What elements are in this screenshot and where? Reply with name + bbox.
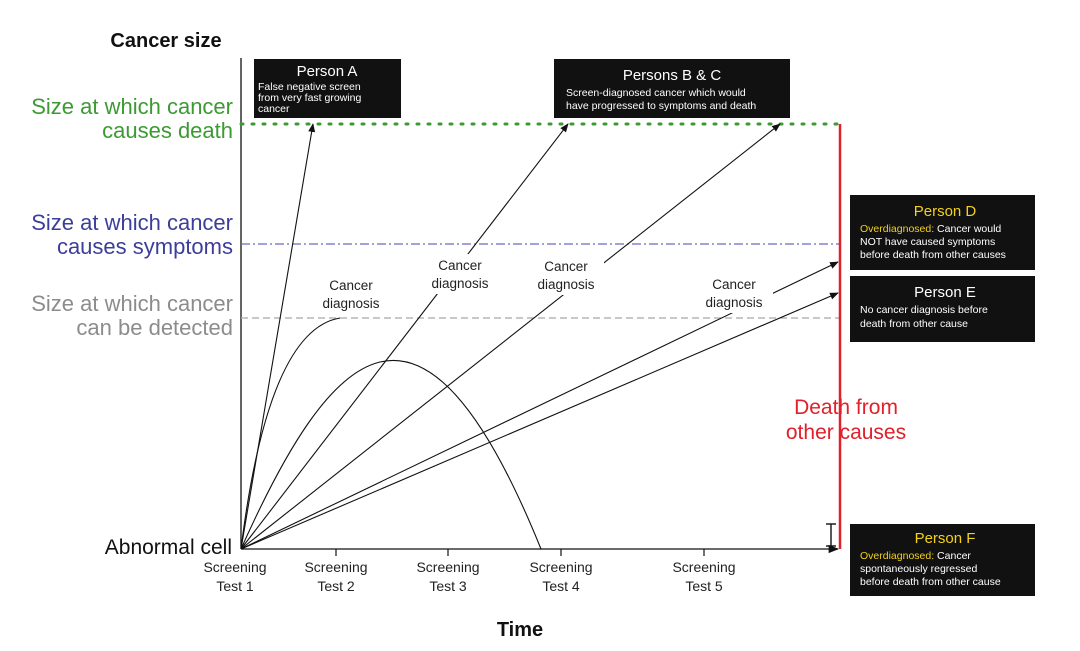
screening-5-line1: Screening <box>672 559 735 575</box>
person-a-line2: from very fast growing <box>258 92 361 104</box>
death-other-causes-label-2: other causes <box>786 421 906 444</box>
person-f-line3: before death from other cause <box>860 576 1001 588</box>
person-d-title: Person D <box>914 203 977 220</box>
death-level-label-1: Size at which cancer <box>31 94 233 119</box>
person-f-line2: spontaneously regressed <box>860 563 977 575</box>
diagnosis-label-3-line2: diagnosis <box>537 277 594 292</box>
diagnosis-label-1-line1: Cancer <box>329 278 373 293</box>
diagnosis-label-1-line2: diagnosis <box>322 296 379 311</box>
detect-level-label-2: can be detected <box>76 315 233 340</box>
screening-2-line1: Screening <box>304 559 367 575</box>
diagnosis-label-4-line2: diagnosis <box>705 295 762 310</box>
person-f-title: Person F <box>915 530 976 547</box>
persons-bc-title: Persons B & C <box>623 67 722 84</box>
death-other-causes-label-1: Death from <box>794 396 898 419</box>
screening-3-line1: Screening <box>416 559 479 575</box>
screening-2-line2: Test 2 <box>317 578 355 594</box>
diagnosis-label-3-line1: Cancer <box>544 259 588 274</box>
trajectory-person-f <box>240 359 542 550</box>
screening-4-line2: Test 4 <box>542 578 580 594</box>
screening-labels: Screening Test 1 Screening Test 2 Screen… <box>203 559 735 594</box>
person-d-line2: NOT have caused symptoms <box>860 236 995 248</box>
person-f-box: Person F Overdiagnosed: Cancer spontaneo… <box>850 524 1035 596</box>
diagnosis-label-2-line2: diagnosis <box>431 276 488 291</box>
screening-3-line2: Test 3 <box>429 578 467 594</box>
screening-4-line1: Screening <box>529 559 592 575</box>
diagnosis-label-4-line1: Cancer <box>712 277 756 292</box>
growth-trajectories <box>240 123 839 550</box>
person-e-title: Person E <box>914 284 976 301</box>
person-a-line3: cancer <box>258 103 290 115</box>
person-a-line1: False negative screen <box>258 81 361 93</box>
screening-ticks <box>335 549 705 556</box>
person-d-line1: Overdiagnosed: Cancer would <box>860 223 1001 235</box>
person-e-line1: No cancer diagnosis before <box>860 304 988 316</box>
person-d-line3: before death from other causes <box>860 249 1006 261</box>
person-d-box: Person D Overdiagnosed: Cancer would NOT… <box>850 195 1035 270</box>
trajectory-person-e <box>240 292 839 550</box>
death-level-label-2: causes death <box>102 118 233 143</box>
y-axis-title: Cancer size <box>110 30 221 52</box>
person-a-title: Person A <box>297 63 358 80</box>
person-a-box: Person A False negative screen from very… <box>254 59 401 118</box>
diagnosis-labels: Cancer diagnosis Cancer diagnosis Cancer… <box>315 254 773 313</box>
trajectory-person-a <box>240 123 316 550</box>
text-cursor-icon <box>826 523 836 547</box>
trajectory-person-b <box>240 123 569 550</box>
person-e-line2: death from other cause <box>860 318 968 330</box>
person-f-line1: Overdiagnosed: Cancer <box>860 550 971 562</box>
x-axis-title: Time <box>497 619 543 641</box>
detect-level-label-1: Size at which cancer <box>31 291 233 316</box>
trajectory-curve-early <box>240 317 341 550</box>
persons-bc-line2: have progressed to symptoms and death <box>566 100 756 112</box>
screening-1-line2: Test 1 <box>216 578 254 594</box>
persons-bc-box: Persons B & C Screen-diagnosed cancer wh… <box>554 59 790 118</box>
symptoms-level-label-1: Size at which cancer <box>31 210 233 235</box>
origin-label: Abnormal cell <box>105 536 232 559</box>
symptoms-level-label-2: causes symptoms <box>57 234 233 259</box>
screening-5-line2: Test 5 <box>685 578 723 594</box>
person-e-box: Person E No cancer diagnosis before deat… <box>850 276 1035 342</box>
trajectory-person-c <box>240 123 781 550</box>
diagnosis-label-2-line1: Cancer <box>438 258 482 273</box>
persons-bc-line1: Screen-diagnosed cancer which would <box>566 87 746 99</box>
screening-1-line1: Screening <box>203 559 266 575</box>
